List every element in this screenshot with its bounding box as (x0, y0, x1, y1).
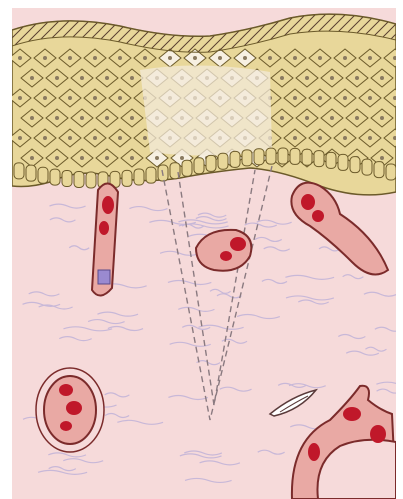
cell-nucleus (318, 136, 322, 140)
basal-cell (242, 150, 252, 166)
cell-nucleus (68, 136, 72, 140)
cell-nucleus (380, 76, 384, 80)
cell-nucleus (143, 56, 147, 60)
cell-nucleus (43, 136, 47, 140)
basal-cell (182, 160, 192, 176)
cell-nucleus (93, 96, 97, 100)
cell-nucleus (93, 136, 97, 140)
basal-cell (14, 163, 24, 179)
cell-nucleus (305, 76, 309, 80)
basal-cell (374, 162, 384, 178)
cell-nucleus (130, 76, 134, 80)
basal-cell (278, 148, 288, 164)
cell-nucleus (30, 116, 34, 120)
cell-nucleus (368, 56, 372, 60)
basal-cell (38, 167, 48, 183)
vessel-cross-section (36, 368, 104, 452)
cell-nucleus (218, 56, 222, 60)
basal-cell (350, 157, 360, 173)
cell-nucleus (293, 56, 297, 60)
cell-nucleus (18, 56, 22, 60)
cell-nucleus (93, 56, 97, 60)
basal-cell (194, 158, 204, 174)
cell-nucleus (343, 56, 347, 60)
cell-nucleus (293, 96, 297, 100)
cell-nucleus (393, 136, 397, 140)
cell-nucleus (343, 136, 347, 140)
basal-cell (206, 155, 216, 171)
cell-nucleus (105, 156, 109, 160)
cell-nucleus (130, 156, 134, 160)
cell-nucleus (343, 96, 347, 100)
cell-nucleus (380, 156, 384, 160)
basal-cell (218, 153, 228, 169)
cell-nucleus (393, 56, 397, 60)
cell-nucleus (180, 156, 184, 160)
cell-nucleus (280, 76, 284, 80)
cell-nucleus (318, 56, 322, 60)
cell-nucleus (268, 56, 272, 60)
cell-nucleus (105, 116, 109, 120)
cell-nucleus (118, 56, 122, 60)
cell-nucleus (30, 76, 34, 80)
cell-nucleus (330, 76, 334, 80)
cell-nucleus (305, 116, 309, 120)
cell-nucleus (43, 96, 47, 100)
basal-cell (362, 159, 372, 175)
cell-nucleus (105, 76, 109, 80)
basal-cell (50, 169, 60, 185)
basal-cell (314, 151, 324, 167)
cell-nucleus (18, 96, 22, 100)
basal-cell (134, 169, 144, 185)
cell-nucleus (118, 136, 122, 140)
basal-cell (146, 167, 156, 183)
cell-nucleus (80, 116, 84, 120)
basal-cell (386, 164, 396, 180)
basal-cell (74, 171, 84, 187)
basal-cell (122, 170, 132, 186)
cell-nucleus (393, 96, 397, 100)
basal-cell (338, 154, 348, 170)
cell-nucleus (280, 116, 284, 120)
cell-nucleus (55, 116, 59, 120)
cell-nucleus (193, 56, 197, 60)
cell-nucleus (355, 116, 359, 120)
cell-nucleus (355, 76, 359, 80)
pale-zone (140, 65, 272, 155)
cell-nucleus (43, 56, 47, 60)
cell-nucleus (68, 56, 72, 60)
cell-nucleus (80, 156, 84, 160)
basal-cell (326, 152, 336, 168)
basal-cell (26, 165, 36, 181)
cell-nucleus (68, 96, 72, 100)
cell-nucleus (80, 76, 84, 80)
basal-cell (254, 149, 264, 165)
cell-nucleus (318, 96, 322, 100)
cell-nucleus (368, 136, 372, 140)
basal-cell (290, 148, 300, 164)
cell-nucleus (118, 96, 122, 100)
cell-nucleus (293, 136, 297, 140)
cell-nucleus (243, 56, 247, 60)
cell-nucleus (18, 136, 22, 140)
basal-cell (266, 148, 276, 164)
cell-nucleus (130, 116, 134, 120)
cell-nucleus (143, 136, 147, 140)
cell-nucleus (30, 156, 34, 160)
cell-nucleus (368, 96, 372, 100)
cell-nucleus (55, 156, 59, 160)
cell-nucleus (155, 156, 159, 160)
basal-cell (86, 172, 96, 188)
cell-nucleus (55, 76, 59, 80)
basal-cell (230, 151, 240, 167)
cell-nucleus (380, 116, 384, 120)
cell-nucleus (168, 56, 172, 60)
basal-cell (302, 149, 312, 165)
cell-nucleus (330, 116, 334, 120)
basal-cell (62, 170, 72, 186)
